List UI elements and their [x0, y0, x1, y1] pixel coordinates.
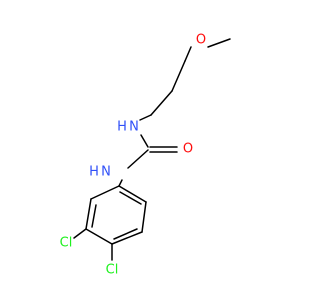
atom-oxygen-carbonyl: O	[183, 142, 193, 157]
atom-label: H	[89, 165, 99, 180]
bond-ring-cl-left	[73, 228, 87, 239]
ring-bond-4	[111, 231, 143, 245]
bond-ch2-n-upper	[139, 114, 152, 121]
ring-inner-2	[113, 228, 138, 240]
bond-n-lower-ring	[118, 179, 123, 187]
atom-label: Cl	[60, 236, 73, 251]
bond-chain-2	[150, 90, 173, 116]
bond-chain-1	[171, 60, 186, 92]
atom-label: O	[196, 33, 206, 48]
bond-n-upper-carbonyl	[140, 134, 149, 148]
bond-carbonyl-n-lower	[127, 149, 149, 169]
ring-bond-6	[118, 185, 147, 203]
atom-chlorine-bottom: Cl	[106, 263, 119, 278]
atom-label: H	[117, 120, 127, 135]
atom-nitrogen-upper: H N	[117, 120, 139, 135]
atom-chlorine-left: Cl	[60, 236, 73, 251]
atom-label: N	[129, 120, 139, 135]
bond-layer	[73, 38, 231, 261]
atom-label: N	[101, 165, 111, 180]
ring-bond-5	[141, 201, 147, 233]
ring-inner-3	[119, 191, 142, 205]
atom-layer: O H N O H N Cl Cl	[60, 33, 206, 278]
ring-bond-2	[85, 198, 92, 230]
bond-o-ch2	[184, 46, 192, 62]
bond-methyl-o	[207, 38, 231, 48]
ring-inner-1	[91, 204, 97, 228]
atom-oxygen-ether: O	[196, 33, 206, 48]
atom-label: Cl	[106, 263, 119, 278]
ring-bond-3	[85, 228, 113, 245]
atom-label: O	[183, 142, 193, 157]
ring-bond-1	[90, 185, 120, 200]
atom-nitrogen-lower: H N	[89, 165, 111, 180]
molecule-structure: O H N O H N Cl Cl	[60, 33, 231, 278]
